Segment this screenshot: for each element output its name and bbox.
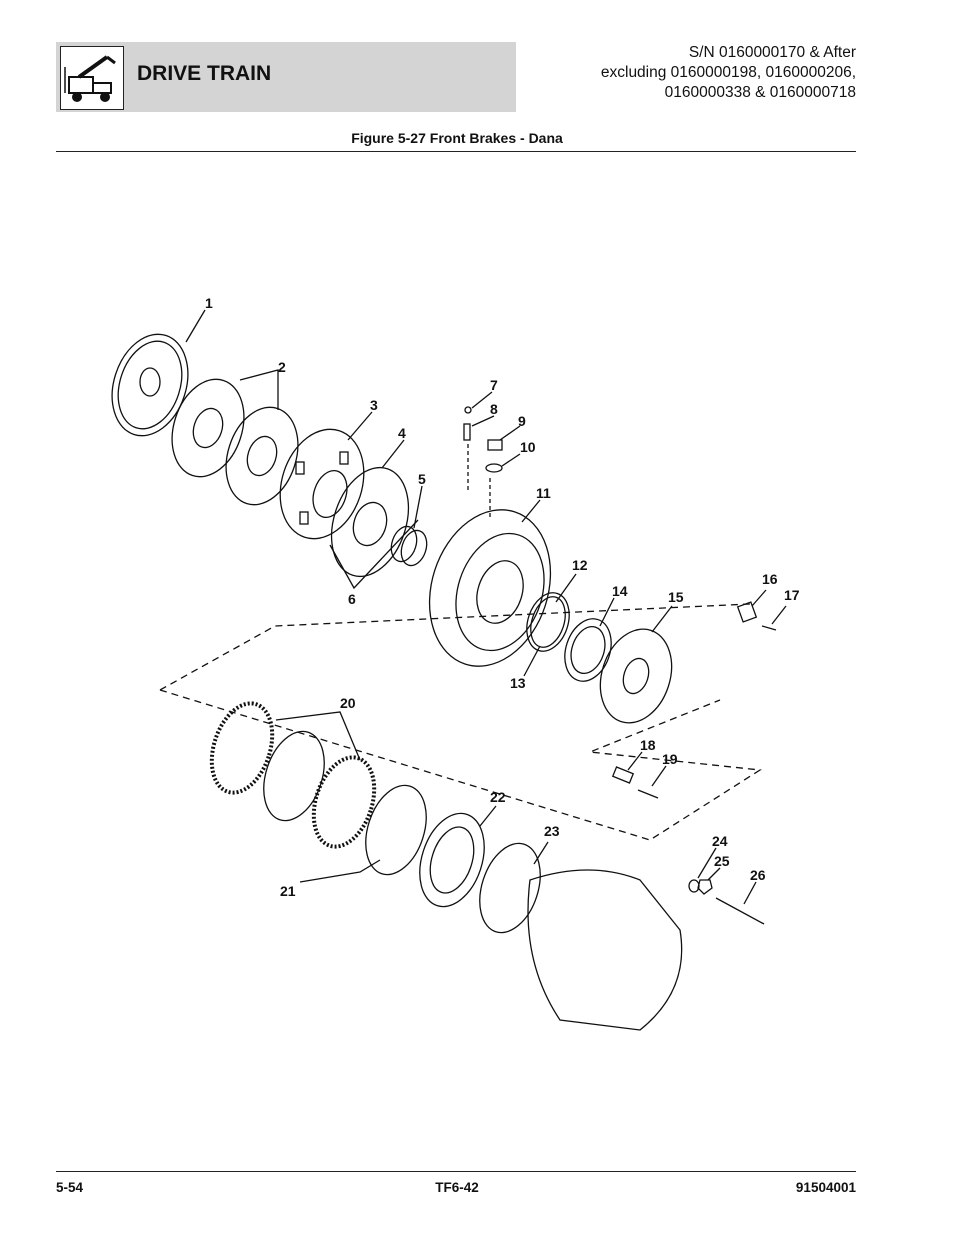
part-15-plate [599, 628, 673, 724]
callout-label: 15 [668, 589, 684, 605]
callout-label: 1 [205, 295, 213, 311]
axle-housing [527, 869, 683, 1031]
part-21-separator [365, 784, 427, 876]
part-23-ring [479, 842, 541, 934]
part-14-seal [564, 618, 612, 682]
callout-label: 11 [536, 485, 551, 501]
callout-label: 21 [280, 883, 296, 899]
callout-label: 2 [278, 359, 286, 375]
callout-label: 14 [612, 583, 628, 599]
part-22-retainer [419, 812, 485, 908]
callout-label: 9 [518, 413, 526, 429]
callout-label: 25 [714, 853, 730, 869]
part-10-oring [485, 463, 503, 473]
part-18-spring [611, 766, 635, 784]
serial-line: excluding 0160000198, 0160000206, [600, 64, 856, 81]
callout-label: 18 [640, 737, 656, 753]
serial-line: 0160000338 & 0160000718 [664, 84, 856, 101]
callout-label: 22 [490, 789, 506, 805]
callout-label: 13 [510, 675, 526, 691]
callout-label: 7 [490, 377, 498, 393]
part-24-washer [688, 879, 700, 893]
callout-label: 8 [490, 401, 498, 417]
part-7-cap [464, 406, 472, 414]
part-9-plug [487, 439, 503, 451]
callout-label: 19 [662, 751, 678, 767]
part-25-nut [697, 879, 713, 895]
callout-label: 23 [544, 823, 560, 839]
callout-label: 16 [762, 571, 778, 587]
telehandler-icon [60, 46, 124, 110]
part-12-ring [526, 592, 570, 652]
part-20-friction [311, 755, 377, 849]
callout-label: 3 [370, 397, 378, 413]
model-number: TF6-42 [435, 1180, 479, 1195]
part-26-bolt [715, 897, 765, 925]
header-divider [56, 151, 856, 152]
callout-label: 24 [712, 833, 728, 849]
document-number: 91504001 [795, 1180, 856, 1195]
serial-line: S/N 0160000170 & After [688, 44, 856, 61]
callout-label: 20 [340, 695, 356, 711]
part-2-disc [171, 378, 245, 478]
part-3-piston [279, 428, 365, 540]
callout-label: 17 [784, 587, 800, 603]
header-banner [56, 42, 516, 112]
footer-divider [56, 1171, 856, 1172]
part-21-separator [263, 730, 325, 822]
callout-label: 5 [418, 471, 426, 487]
part-17-pin [761, 625, 777, 631]
callout-label: 6 [348, 591, 356, 607]
callout-label: 12 [572, 557, 588, 573]
callout-label: 4 [398, 425, 406, 441]
part-11-housing [428, 509, 552, 667]
part-5-sleeve [400, 529, 428, 567]
section-title: DRIVE TRAIN [137, 62, 272, 85]
part-1-backing-plate [111, 333, 189, 437]
serial-number-block: S/N 0160000170 & After excluding 0160000… [601, 43, 856, 103]
part-4-seal [330, 466, 410, 578]
part-2-disc [225, 406, 299, 506]
part-19-bolt [637, 789, 659, 799]
part-20-friction [209, 701, 275, 795]
figure-title: Figure 5-27 Front Brakes - Dana [351, 130, 563, 146]
page-number: 5-54 [56, 1180, 84, 1195]
callout-label: 26 [750, 867, 766, 883]
part-8-bleeder [463, 423, 471, 441]
callout-label: 10 [520, 439, 536, 455]
